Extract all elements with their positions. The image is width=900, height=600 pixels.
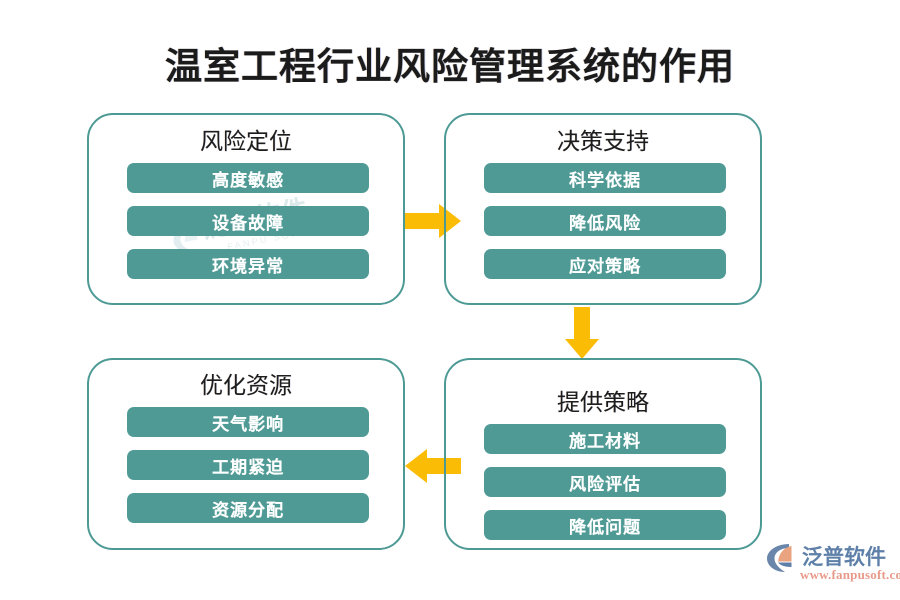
node-decision-support[interactable]: 决策支持 科学依据 降低风险 应对策略 (444, 113, 762, 305)
arrow-down-icon (565, 307, 599, 359)
arrow-left-icon (405, 449, 461, 483)
node-item[interactable]: 工期紧迫 (127, 450, 369, 480)
node-item[interactable]: 天气影响 (127, 407, 369, 437)
node-item[interactable]: 降低风险 (484, 206, 726, 236)
node-risk-location[interactable]: 风险定位 高度敏感 设备故障 环境异常 (87, 113, 405, 305)
page-title: 温室工程行业风险管理系统的作用 (165, 44, 735, 88)
node-item-list: 施工材料 风险评估 降低问题 (484, 424, 726, 540)
brand-name: 泛普软件 (802, 544, 886, 569)
node-item-list: 天气影响 工期紧迫 资源分配 (127, 407, 369, 523)
node-item-list: 科学依据 降低风险 应对策略 (484, 163, 726, 279)
node-title: 提供策略 (557, 390, 649, 416)
node-item[interactable]: 高度敏感 (127, 163, 369, 193)
node-item[interactable]: 资源分配 (127, 493, 369, 523)
fanpu-swoosh-icon (767, 544, 792, 572)
node-item[interactable]: 设备故障 (127, 206, 369, 236)
brand-logo[interactable]: 泛普软件 www.fanpusoft.com (766, 541, 900, 591)
node-item[interactable]: 施工材料 (484, 424, 726, 454)
node-item-list: 高度敏感 设备故障 环境异常 (127, 163, 369, 279)
brand-url: www.fanpusoft.com (800, 567, 900, 582)
node-title: 决策支持 (557, 129, 649, 155)
node-item[interactable]: 科学依据 (484, 163, 726, 193)
node-title: 风险定位 (200, 129, 292, 155)
node-optimize-resource[interactable]: 优化资源 天气影响 工期紧迫 资源分配 (87, 358, 405, 550)
node-item[interactable]: 环境异常 (127, 249, 369, 279)
node-item[interactable]: 应对策略 (484, 249, 726, 279)
node-item[interactable]: 降低问题 (484, 510, 726, 540)
node-item[interactable]: 风险评估 (484, 467, 726, 497)
arrow-right-icon (405, 204, 461, 238)
node-provide-strategy[interactable]: 提供策略 施工材料 风险评估 降低问题 (444, 358, 762, 550)
node-title: 优化资源 (200, 373, 292, 399)
